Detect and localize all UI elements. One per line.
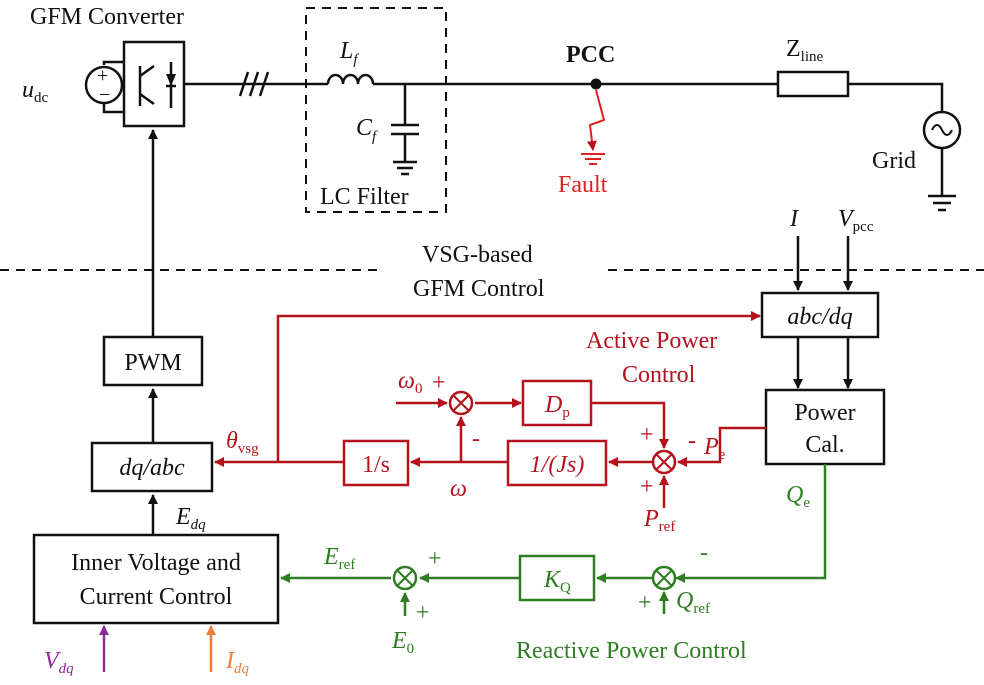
active-power-title-1: Active Power — [586, 328, 717, 354]
vsg-title-line1: VSG-based — [422, 242, 533, 268]
voltage-sum-plus-bottom: + — [416, 600, 430, 626]
svg-text:+: + — [97, 65, 108, 87]
power-cal-label-1: Power — [794, 400, 855, 426]
voltage-sum-junction — [392, 565, 418, 591]
inner-control-block — [32, 533, 280, 625]
inertia-label: 1/(Js) — [530, 452, 585, 478]
pcc-label: PCC — [566, 42, 615, 68]
active-sum-plus-bottom: + — [640, 474, 654, 500]
dp-label: Dp — [544, 392, 570, 421]
active-sum-junction — [651, 449, 677, 475]
qe-label: Qe — [786, 482, 810, 511]
dc-source: + − — [84, 60, 154, 114]
active-power-title-2: Control — [622, 362, 696, 388]
abc-dq-label: abc/dq — [787, 304, 852, 330]
edq-label: Edq — [175, 504, 206, 533]
gfm-converter-title: GFM Converter — [30, 4, 184, 30]
cf-label: Cf — [356, 115, 378, 145]
abc-dq-block — [760, 291, 880, 339]
lc-filter-box — [305, 7, 447, 213]
reactive-power-title: Reactive Power Control — [516, 638, 747, 664]
udc-label: udc — [22, 77, 49, 106]
lf-label: Lf — [339, 38, 359, 68]
inner-control-label-1: Inner Voltage and — [71, 550, 241, 576]
voltage-sum-plus-right: + — [428, 546, 442, 572]
line-impedance — [776, 70, 850, 98]
lc-filter-label: LC Filter — [320, 184, 409, 210]
pref-label: Pref — [643, 506, 675, 535]
grid-source-icon — [922, 110, 962, 212]
inner-control-label-2: Current Control — [80, 584, 233, 610]
fault-icon — [581, 89, 606, 165]
vpcc-label: Vpcc — [838, 206, 874, 235]
pwm-label: PWM — [124, 350, 181, 376]
inertia-block — [506, 439, 608, 487]
pe-label: Pe — [703, 434, 726, 463]
damping-sum-plus: + — [432, 370, 446, 396]
reactive-sum-minus: - — [700, 540, 708, 566]
damping-block — [521, 379, 593, 427]
dq-abc-block — [90, 441, 214, 493]
kq-label: KQ — [543, 567, 571, 596]
active-sum-plus-top: + — [640, 422, 654, 448]
i-measure-label: I — [789, 206, 799, 232]
reactive-sum-junction — [651, 565, 677, 591]
omega-label: ω — [450, 476, 467, 502]
capacitor-cf-icon — [391, 84, 419, 176]
inductor-lf-icon — [326, 73, 375, 85]
omega0-label: ω0 — [398, 368, 422, 397]
power-cal-label-2: Cal. — [805, 432, 844, 458]
zline-label: Zline — [786, 36, 824, 65]
idq-label: Idq — [225, 648, 250, 677]
theta-vsg-label: θvsg — [226, 428, 259, 457]
pwm-block — [102, 335, 204, 387]
grid-label: Grid — [872, 148, 916, 174]
eref-label: Eref — [323, 544, 355, 573]
dq-abc-label: dq/abc — [119, 455, 185, 481]
reactive-sum-plus: + — [638, 590, 652, 616]
integrator-block — [342, 439, 410, 487]
qref-label: Qref — [676, 588, 710, 617]
vdq-label: Vdq — [44, 648, 74, 677]
vsg-title-line2: GFM Control — [413, 276, 545, 302]
damping-sum-junction — [448, 390, 474, 416]
damping-sum-minus: - — [472, 426, 480, 452]
active-sum-minus: - — [688, 428, 696, 454]
svg-text:−: − — [99, 84, 110, 106]
integrator-label: 1/s — [362, 452, 390, 478]
e0-label: E0 — [391, 628, 414, 657]
converter-switch-icon — [122, 40, 186, 128]
three-phase-marker — [238, 71, 270, 97]
fault-label: Fault — [558, 172, 608, 198]
